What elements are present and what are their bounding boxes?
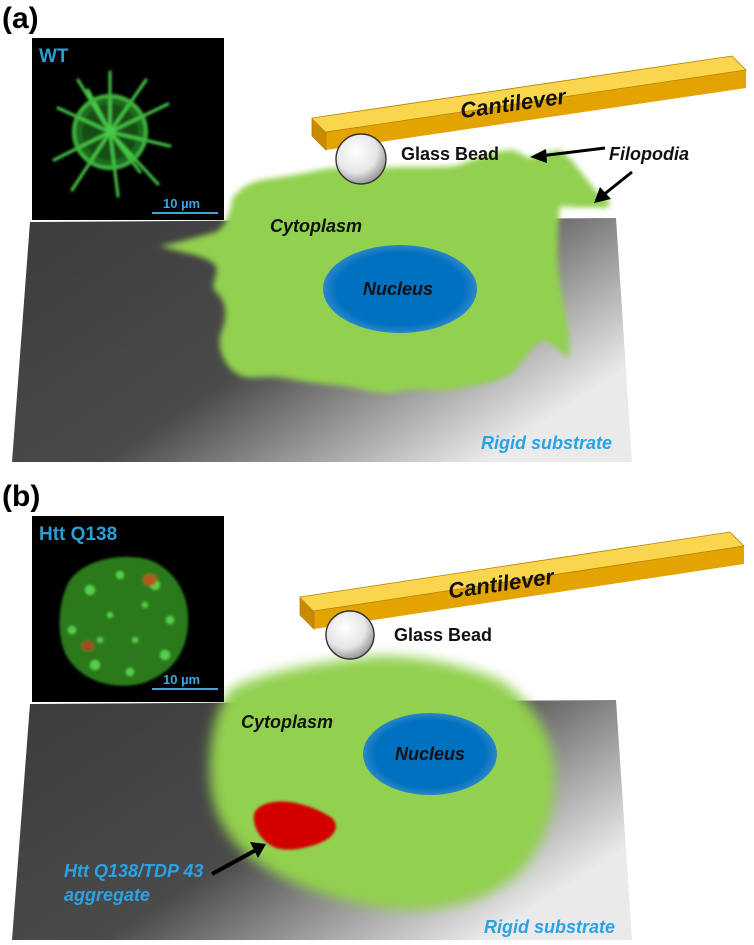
cantilever-a: Cantilever (311, 55, 747, 151)
glass-bead-b-label: Glass Bead (394, 625, 492, 645)
aggregate-label-line2: aggregate (64, 885, 150, 905)
filopodia-label: Filopodia (609, 144, 689, 164)
nucleus-b-label: Nucleus (395, 744, 465, 764)
htt-title: Htt Q138 (39, 524, 117, 545)
aggregate-arrow (211, 842, 266, 876)
wt-title: WT (39, 46, 69, 67)
panel-a-label: (a) (2, 2, 39, 35)
glass-bead-b (325, 610, 375, 660)
substrate-a-label: Rigid substrate (481, 433, 612, 453)
panel-b: (b) Nucleus Cytoplasm Htt Q138/TDP 43 ag… (2, 480, 745, 940)
cytoplasm-b-label: Cytoplasm (241, 712, 333, 732)
glass-bead-a (335, 133, 387, 185)
nucleus-a (323, 245, 477, 333)
cantilever-b: Cantilever (299, 531, 745, 630)
panel-b-label: (b) (2, 480, 40, 513)
htt-scale-text: 10 µm (163, 672, 200, 687)
substrate-b-label: Rigid substrate (484, 917, 615, 937)
micrograph-htt: Htt Q138 10 µm (32, 516, 224, 702)
filopodia-arrow-2 (594, 170, 633, 203)
glass-bead-a-label: Glass Bead (401, 144, 499, 164)
filopodia-arrow-1 (530, 146, 606, 163)
aggregate-label-line1: Htt Q138/TDP 43 (64, 861, 203, 881)
filopodium-right (520, 150, 611, 208)
micrograph-wt: WT 10 µm (32, 38, 224, 220)
panel-a: (a) Nucleus Cytoplasm Cantilever Glass B… (2, 2, 747, 462)
nucleus-b (363, 713, 497, 795)
wt-scale-text: 10 µm (163, 196, 200, 211)
cytoplasm-a-label: Cytoplasm (270, 216, 362, 236)
nucleus-a-label: Nucleus (363, 279, 433, 299)
wt-cell-image (52, 70, 172, 198)
aggregate-blob (253, 801, 336, 850)
htt-cell-image (59, 556, 189, 686)
